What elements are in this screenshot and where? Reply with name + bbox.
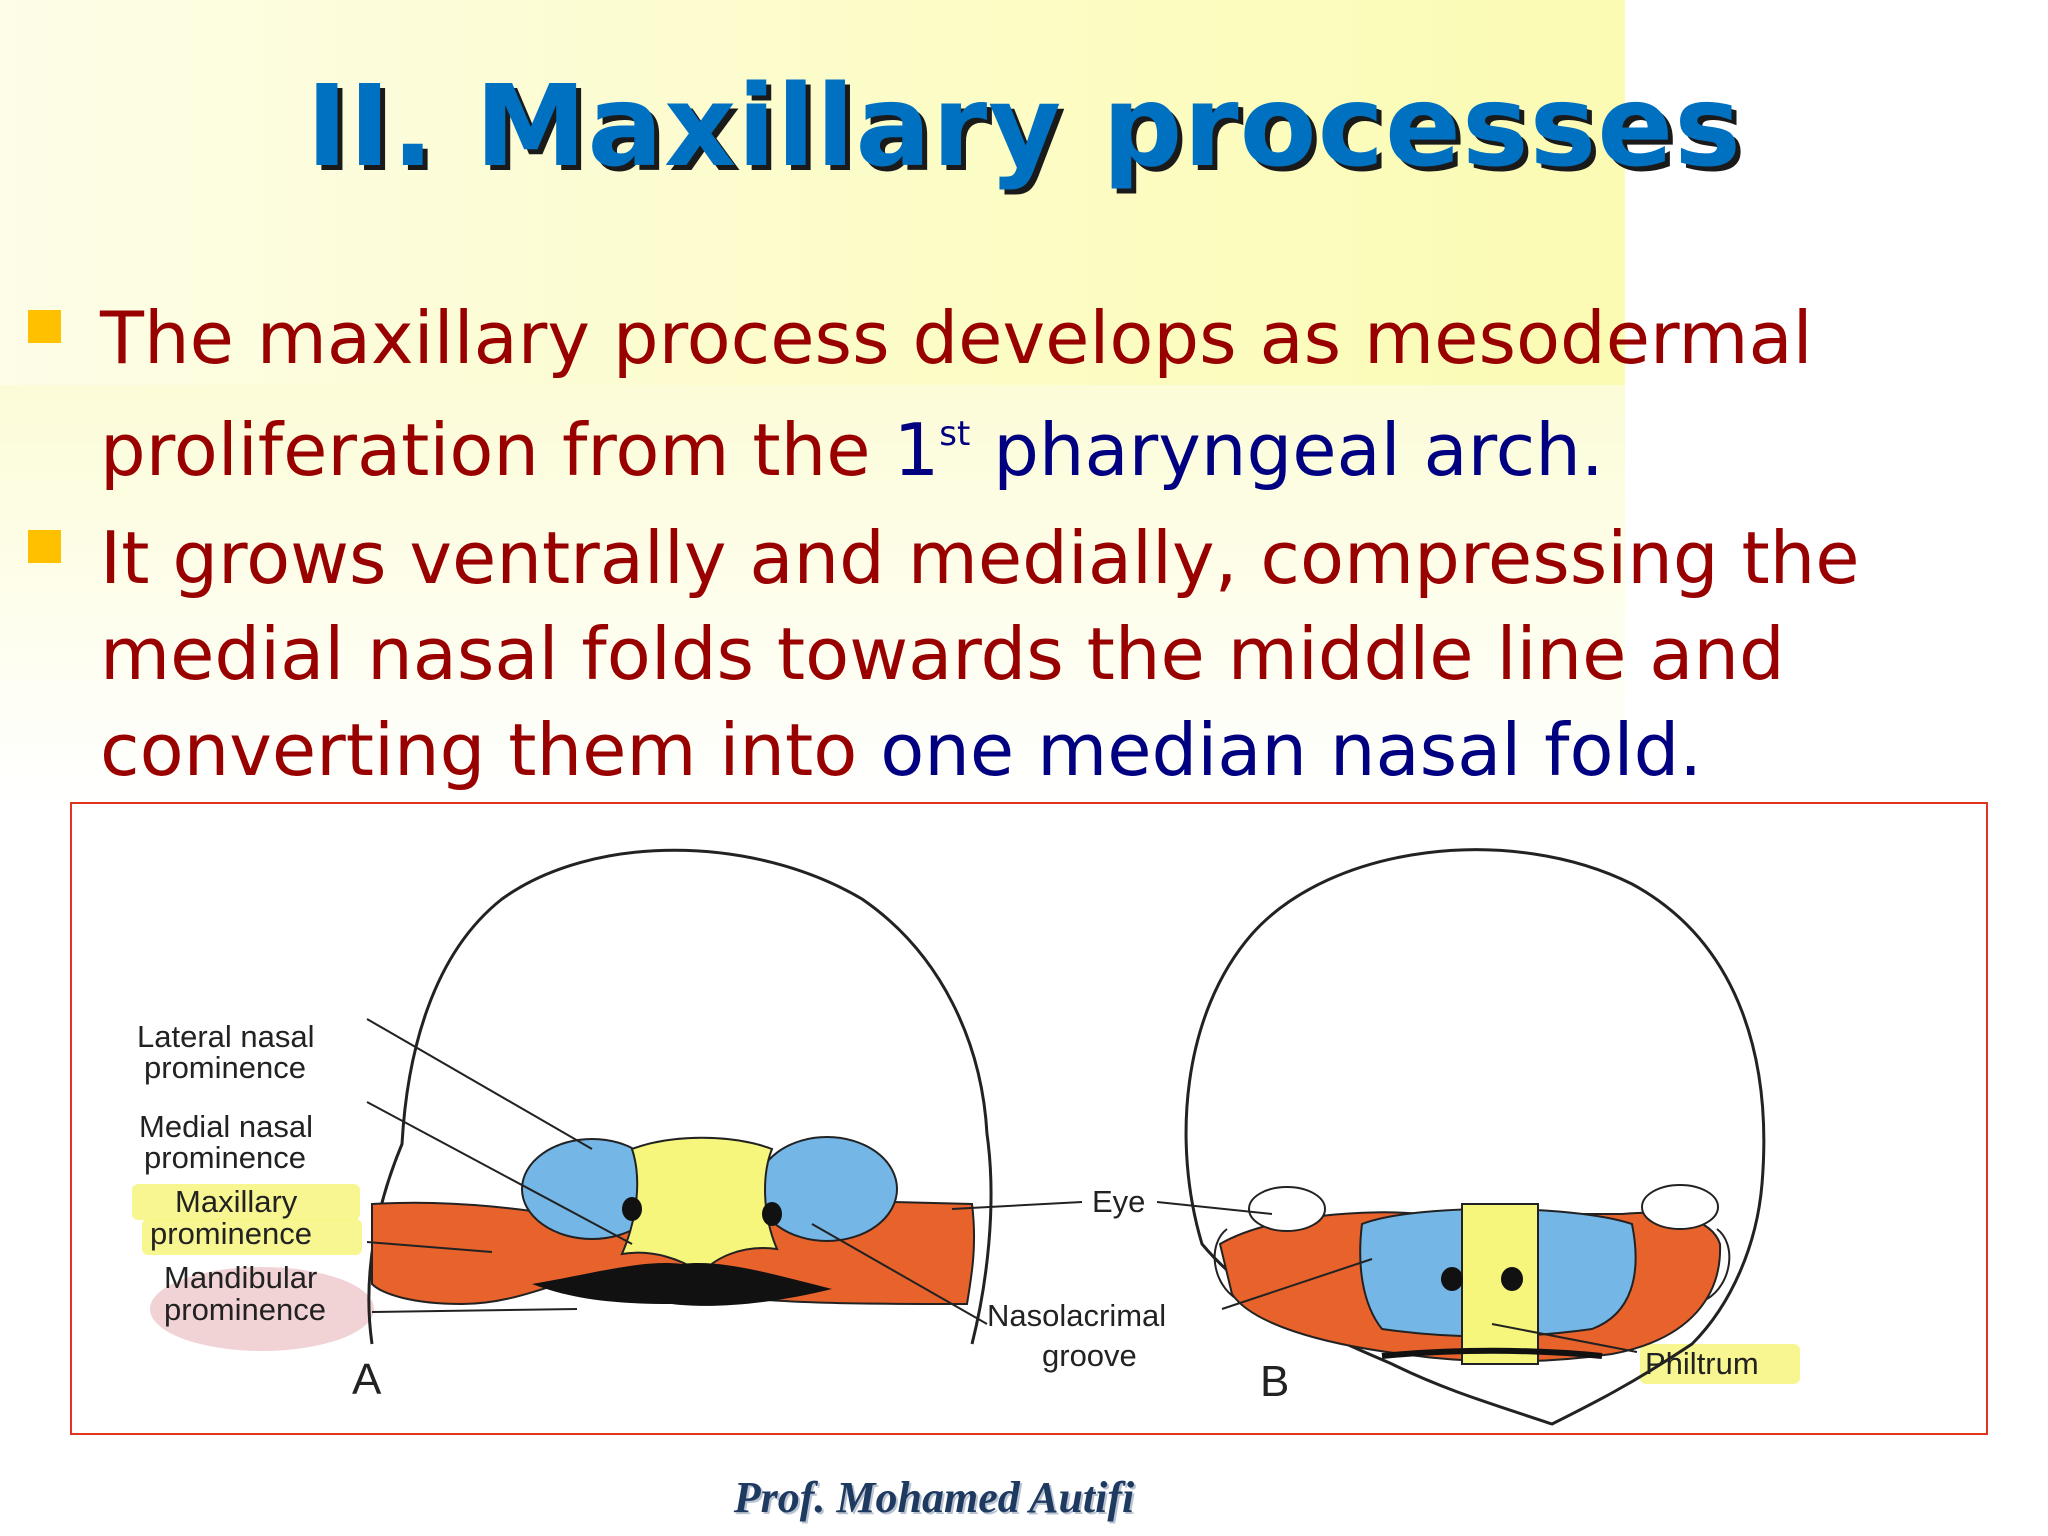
label-philtrum: Philtrum bbox=[1645, 1346, 1759, 1381]
label-nasolacrimal-1: Nasolacrimal bbox=[987, 1298, 1166, 1333]
label-maxillary-1: Maxillary bbox=[175, 1184, 298, 1219]
panel-b-medial-nasal bbox=[1461, 1203, 1539, 1365]
label-panel-b: B bbox=[1260, 1357, 1289, 1406]
bullet-1-text: The maxillary process develops as mesode… bbox=[100, 296, 1813, 492]
bullet-2-highlight: one median nasal fold. bbox=[880, 708, 1703, 792]
label-medial-nasal-1: Medial nasal bbox=[139, 1109, 313, 1144]
philtrum-label-highlight bbox=[1640, 1344, 1800, 1384]
bullet-item-1: The maxillary process develops as mesode… bbox=[28, 290, 2018, 498]
mandibular-label-highlight bbox=[150, 1267, 374, 1351]
label-lateral-nasal-2: prominence bbox=[144, 1050, 306, 1085]
square-bullet-icon bbox=[28, 530, 61, 563]
maxillary-label-highlight bbox=[132, 1184, 360, 1220]
ordinal-number: 1 bbox=[893, 408, 940, 492]
panel-a-nostril-right bbox=[762, 1202, 782, 1226]
panel-a-face bbox=[366, 848, 1083, 1345]
bullet-1-highlight: pharyngeal arch. bbox=[970, 408, 1604, 492]
panel-a-lateral-nasal-right bbox=[756, 1136, 898, 1242]
label-mandibular-1: Mandibular bbox=[164, 1260, 317, 1295]
label-lateral-nasal-1: Lateral nasal bbox=[137, 1019, 315, 1054]
panel-b-face bbox=[1156, 848, 1766, 1426]
panel-a-medial-nasal bbox=[620, 1136, 779, 1276]
ordinal-suffix: st bbox=[939, 414, 971, 454]
slide-title: II. Maxillary processes bbox=[306, 62, 1742, 192]
panel-a-nostril-left bbox=[622, 1197, 642, 1221]
bullet-item-2: It grows ventrally and medially, compres… bbox=[28, 510, 2018, 798]
label-nasolacrimal-2: groove bbox=[1042, 1338, 1137, 1373]
author-credit: Prof. Mohamed Autifi bbox=[733, 1473, 1135, 1522]
label-maxillary-2: prominence bbox=[150, 1216, 312, 1251]
maxillary-label-highlight-2 bbox=[142, 1219, 362, 1255]
figure-drawing: Lateral nasal prominence Medial nasal pr… bbox=[132, 848, 1800, 1426]
label-eye: Eye bbox=[1092, 1184, 1145, 1219]
square-bullet-icon bbox=[28, 310, 61, 343]
embryo-face-figure: Lateral nasal prominence Medial nasal pr… bbox=[70, 802, 1988, 1435]
bullet-list: The maxillary process develops as mesode… bbox=[28, 290, 2018, 810]
label-medial-nasal-2: prominence bbox=[144, 1140, 306, 1175]
panel-a-stomodeum bbox=[532, 1263, 832, 1306]
panel-b-nostril-right bbox=[1501, 1267, 1523, 1291]
panel-b-nostril-left bbox=[1441, 1267, 1463, 1291]
panel-b-eye-left bbox=[1248, 1186, 1326, 1232]
panel-b-eye-right bbox=[1641, 1184, 1719, 1230]
title-background bbox=[0, 0, 1625, 385]
label-panel-a: A bbox=[352, 1355, 382, 1404]
label-mandibular-2: prominence bbox=[164, 1292, 326, 1327]
background-fade bbox=[0, 385, 1625, 805]
bullet-2-text: It grows ventrally and medially, compres… bbox=[100, 516, 1860, 792]
